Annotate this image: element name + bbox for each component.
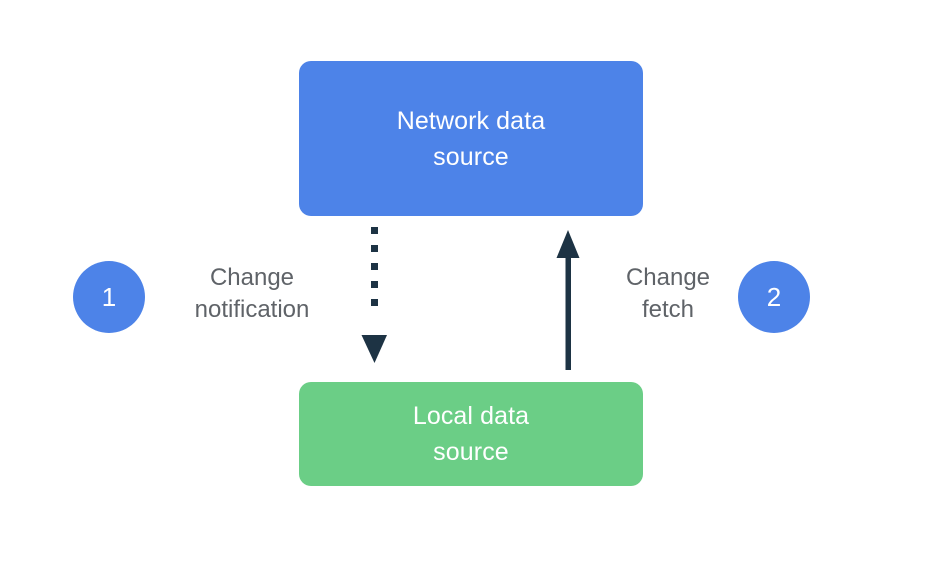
step-badge-1-number: 1 <box>101 282 117 312</box>
node-local-data-source: Local data source <box>299 382 643 486</box>
node-network-data-source: Network data source <box>299 61 643 216</box>
change-fetch-arrow-icon <box>556 230 580 370</box>
step-badge-2-number: 2 <box>766 282 782 312</box>
edge-label-change-fetch: Change fetch <box>625 264 711 323</box>
node-network-data-source-label: Network data source <box>396 106 546 171</box>
change-notification-arrow-icon <box>361 227 387 363</box>
step-badge-1: 1 <box>73 261 145 333</box>
edge-label-change-notification: Change notification <box>194 264 310 323</box>
node-local-data-source-label: Local data source <box>412 402 530 466</box>
step-badge-2: 2 <box>738 261 810 333</box>
